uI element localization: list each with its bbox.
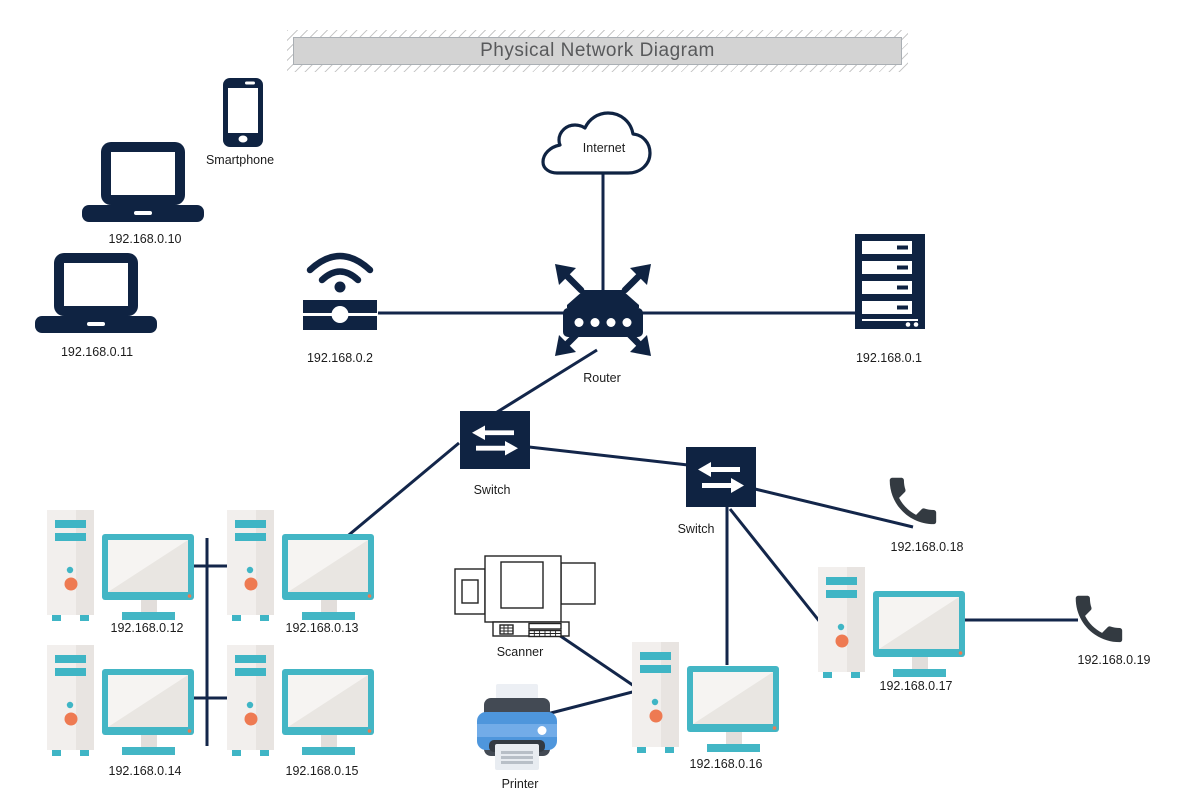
connection-line [343, 441, 460, 541]
connection-line [754, 487, 914, 529]
scanner-icon [454, 555, 596, 638]
device-label: Printer [501, 777, 539, 791]
device-label: Switch [473, 483, 511, 497]
device-label: 192.168.0.12 [110, 621, 184, 635]
device-label: 192.168.0.11 [60, 345, 134, 359]
device-label: 192.168.0.13 [285, 621, 359, 635]
device-switch-2[interactable] [686, 447, 756, 507]
device-label: 192.168.0.1 [855, 351, 923, 365]
printer-icon [477, 684, 557, 770]
device-label: Switch [677, 522, 715, 536]
device-label: Smartphone [205, 153, 275, 167]
device-laptop-2[interactable] [35, 253, 157, 333]
phone-handset-icon [889, 477, 937, 525]
connection-line [493, 348, 598, 416]
device-ip-phone-18[interactable] [882, 470, 944, 532]
device-label: 192.168.0.2 [306, 351, 374, 365]
workstation-icon [818, 567, 965, 678]
diagram-title-box: Physical Network Diagram [293, 37, 902, 65]
workstation-icon [227, 510, 374, 621]
server-icon [855, 234, 925, 329]
device-label: 192.168.0.18 [890, 540, 964, 554]
cloud-icon [541, 111, 652, 175]
device-label: 192.168.0.14 [108, 764, 182, 778]
device-workstation-15[interactable] [227, 643, 377, 758]
workstation-icon [47, 510, 194, 621]
laptop-icon [35, 253, 157, 333]
device-scanner[interactable] [453, 552, 603, 638]
device-laptop-1[interactable] [82, 142, 204, 222]
connection-line [546, 688, 641, 716]
phone-handset-icon [1075, 595, 1123, 643]
device-workstation-14[interactable] [47, 643, 197, 758]
device-workstation-12[interactable] [47, 508, 197, 623]
workstation-icon [632, 642, 779, 753]
device-smartphone[interactable] [223, 78, 263, 147]
device-router[interactable] [547, 256, 659, 364]
smartphone-icon [223, 78, 263, 147]
device-workstation-17[interactable] [818, 565, 968, 680]
device-label: 192.168.0.15 [285, 764, 359, 778]
device-label: Scanner [496, 645, 544, 659]
switch-icon [460, 411, 530, 469]
device-workstation-16[interactable] [632, 640, 782, 755]
title-hatch-band: Physical Network Diagram [287, 30, 908, 72]
device-ip-phone-19[interactable] [1068, 588, 1130, 650]
wireless-ap-icon [303, 252, 377, 330]
device-label: 192.168.0.17 [879, 679, 953, 693]
device-label: 192.168.0.10 [108, 232, 182, 246]
device-label: Router [583, 371, 621, 385]
device-label: 192.168.0.16 [689, 757, 763, 771]
connection-line [528, 445, 689, 467]
device-workstation-13[interactable] [227, 508, 377, 623]
device-internet-cloud[interactable] [538, 104, 654, 176]
device-wireless-ap[interactable] [302, 240, 378, 332]
workstation-icon [47, 645, 194, 756]
connection-line [728, 508, 822, 623]
switch-icon [686, 447, 756, 507]
router-icon [555, 264, 651, 356]
device-switch-1[interactable] [460, 411, 530, 469]
device-server[interactable] [855, 234, 925, 329]
device-printer[interactable] [472, 684, 562, 774]
laptop-icon [82, 142, 204, 222]
device-label: Internet [582, 141, 626, 155]
connection-line [552, 629, 641, 692]
diagram-title: Physical Network Diagram [480, 40, 715, 61]
workstation-icon [227, 645, 374, 756]
device-label: 192.168.0.19 [1077, 653, 1151, 667]
